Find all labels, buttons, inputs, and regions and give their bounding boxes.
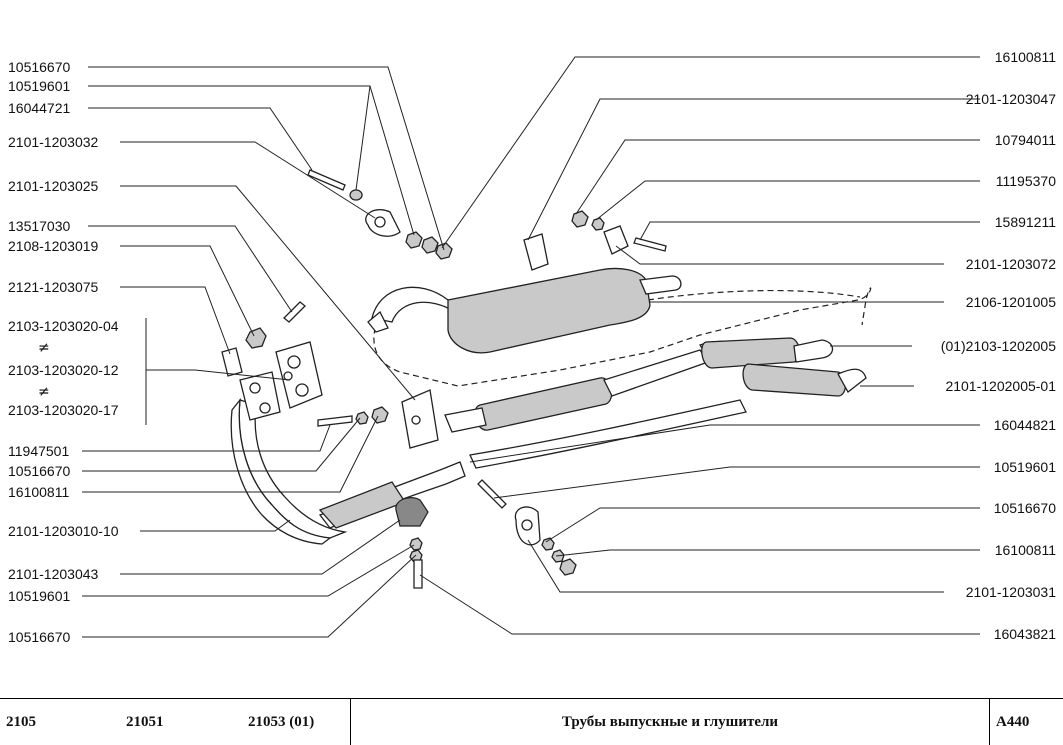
labels-right: 16100811 2101-1203047 10794011 11195370 …: [941, 49, 1056, 642]
stud: [283, 301, 306, 323]
main-muffler: [447, 267, 651, 354]
nut-10794011: [571, 210, 589, 228]
part-label: 10794011: [995, 132, 1056, 148]
not-equal-symbol: ≠: [38, 384, 50, 400]
footer-title-block: 2105 21051 21053 (01) Трубы выпускные и …: [0, 698, 1063, 745]
muffler-a: [701, 337, 801, 369]
nut-upper-left-2: [421, 236, 439, 254]
part-label: 2103-1203020-17: [8, 402, 119, 418]
part-label: 16100811: [995, 542, 1056, 558]
part-label: 10516670: [8, 629, 71, 645]
nut-16100811-right: [559, 558, 577, 576]
washer-10519601: [349, 189, 363, 201]
flange-nut: [245, 327, 267, 349]
part-label: 16100811: [8, 484, 69, 500]
part-label: 2101-1203032: [8, 134, 99, 150]
washer-10519601-right: [541, 537, 555, 551]
part-label: 2106-1201005: [966, 294, 1057, 310]
muffler-b: [742, 363, 847, 397]
resonator: [474, 377, 613, 431]
part-label: 2101-1203025: [8, 178, 99, 194]
nut-upper-left-1: [405, 231, 423, 249]
page-title: Трубы выпускные и глушители: [561, 714, 779, 730]
part-label: 10516670: [8, 463, 71, 479]
footer-divider: [350, 699, 351, 745]
part-label: 13517030: [8, 218, 71, 234]
gasket: [275, 341, 323, 409]
model-code-3: 21053 (01): [248, 714, 315, 730]
bolt-16044821: [477, 479, 507, 509]
nut-16100811-mid: [371, 406, 389, 424]
part-label: 10519601: [8, 78, 71, 94]
washer-11195370: [591, 217, 605, 231]
part-label: 11947501: [8, 443, 69, 459]
part-label: (01)2103-1202005: [941, 338, 1056, 354]
hanger-2101-1203047: [523, 233, 549, 271]
exhaust-parts-diagram: 10516670 10519601 16044721 2101-1203032 …: [8, 49, 1056, 645]
part-label: 10519601: [994, 459, 1057, 475]
part-label: 2103-1203020-12: [8, 362, 119, 378]
main-muffler-tailpipe: [371, 286, 456, 323]
leader-lines: [82, 56, 980, 638]
part-label: 15891211: [995, 214, 1056, 230]
part-label: 10519601: [8, 588, 71, 604]
assembly-outline: [373, 287, 872, 387]
part-label: 2101-1203043: [8, 566, 99, 582]
pipe-clamp: [395, 497, 429, 527]
part-label: 2101-1203031: [966, 584, 1057, 600]
footer-divider: [989, 699, 990, 745]
washer-10516670-mid: [355, 411, 369, 425]
part-label: 10516670: [994, 500, 1057, 516]
model-code-1: 2105: [6, 714, 36, 730]
part-label: 2101-1203072: [966, 256, 1057, 272]
bolt-11947501: [317, 415, 353, 427]
part-label: 16043821: [994, 626, 1057, 642]
part-label: 2101-1203010-10: [8, 523, 119, 539]
bolt-15891211: [633, 237, 667, 252]
bolt-16043821: [413, 559, 423, 589]
part-label: 11195370: [996, 173, 1056, 189]
part-label: 2101-1203047: [966, 91, 1057, 107]
pipe-heat-shield: [318, 481, 406, 529]
part-label: 2103-1203020-04: [8, 318, 119, 334]
part-label: 16100811: [995, 49, 1056, 65]
part-label: 10516670: [8, 59, 71, 75]
small-bracket: [221, 347, 243, 377]
not-equal-symbol: ≠: [38, 340, 50, 356]
part-label: 16044821: [994, 417, 1057, 433]
part-label: 2121-1203075: [8, 279, 99, 295]
hanger-2101-1203072: [603, 225, 629, 255]
page-code: А440: [996, 714, 1030, 730]
parts-illustration: [221, 169, 872, 589]
bolt-16044721: [307, 169, 346, 191]
labels-left: 10516670 10519601 16044721 2101-1203032 …: [8, 59, 119, 645]
part-label: 2101-1202005-01: [945, 378, 1056, 394]
washer-10519601-bottom: [409, 537, 423, 551]
model-code-2: 21051: [126, 714, 164, 730]
part-label: 2108-1203019: [8, 238, 99, 254]
part-label: 16044721: [8, 100, 71, 116]
